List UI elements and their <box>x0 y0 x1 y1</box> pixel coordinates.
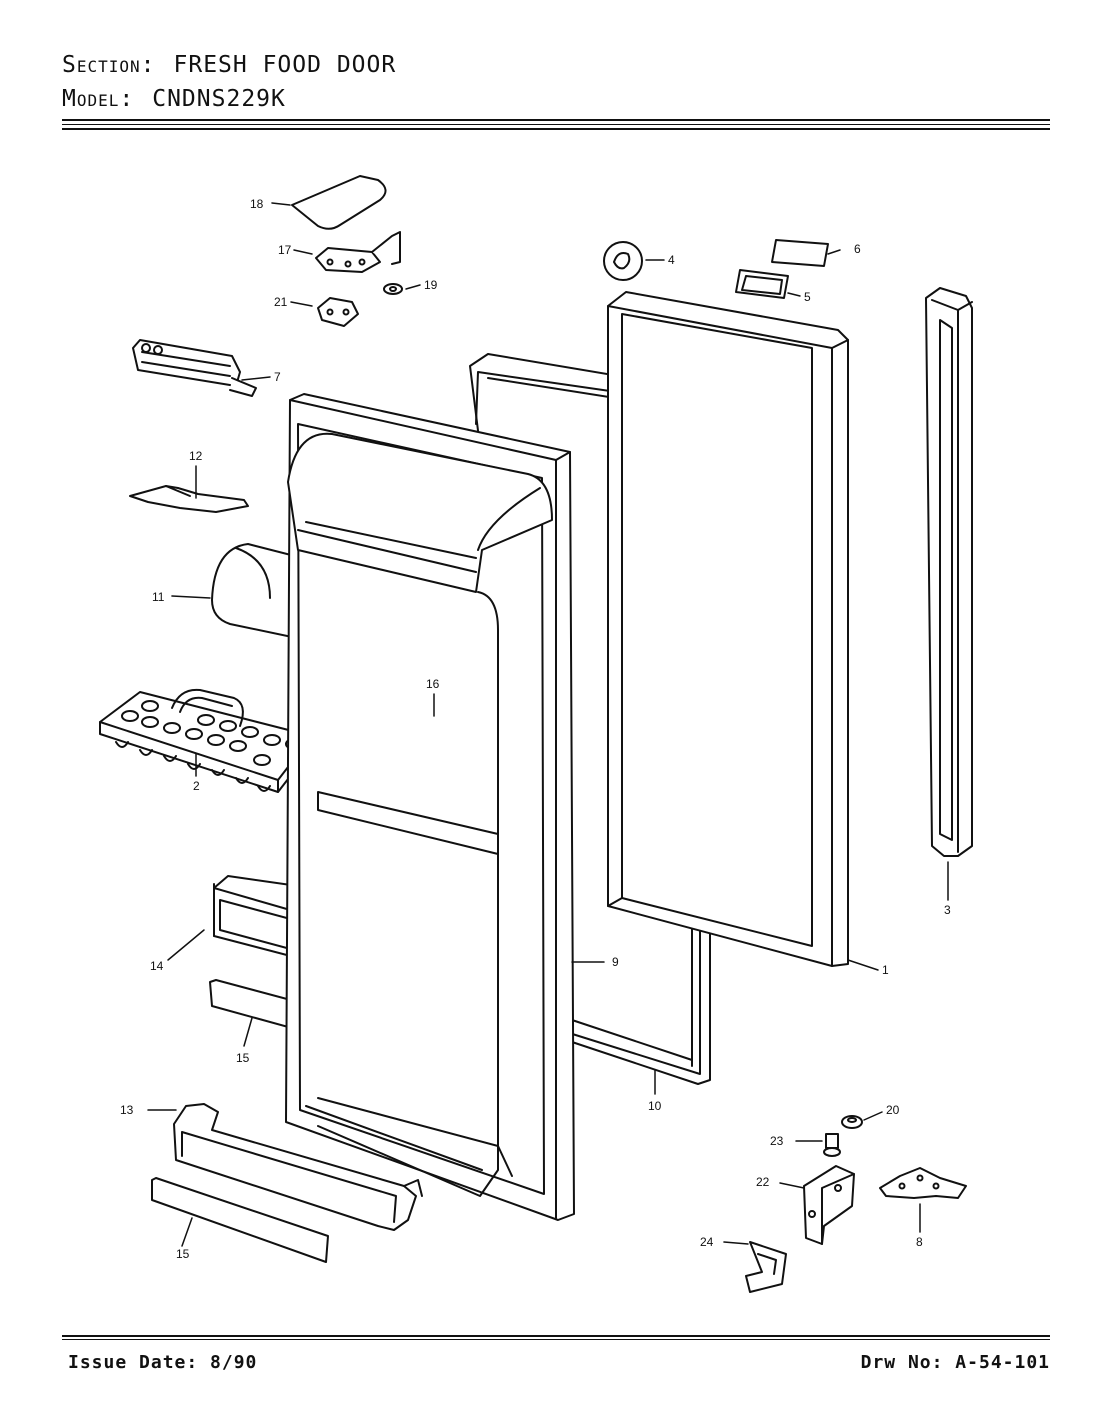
callout-9: 9 <box>612 955 619 969</box>
callout-7: 7 <box>274 370 281 384</box>
drawing-number: Drw No: A-54-101 <box>860 1352 1050 1373</box>
callout-4: 4 <box>668 253 675 267</box>
model-label: Model: <box>62 86 135 112</box>
callout-2: 2 <box>193 779 200 793</box>
section-value: FRESH FOOD DOOR <box>173 52 397 78</box>
callout-11: 11 <box>152 590 165 604</box>
callout-21: 21 <box>274 295 288 309</box>
part-3-door-handle <box>925 287 973 857</box>
callout-17: 17 <box>278 243 292 257</box>
part-18-hinge-cover <box>291 175 387 230</box>
callout-12: 12 <box>189 449 203 463</box>
callout-3: 3 <box>944 903 951 917</box>
callout-1: 1 <box>882 963 889 977</box>
callout-5: 5 <box>804 290 811 304</box>
part-8-bottom-hinge <box>879 1167 967 1199</box>
callout-19: 19 <box>424 278 438 292</box>
callout-18: 18 <box>250 197 264 211</box>
callout-24: 24 <box>700 1235 714 1249</box>
part-13-lower-bin <box>173 1103 423 1231</box>
model-value: CNDNS229K <box>152 86 286 112</box>
header-rule <box>62 119 1050 121</box>
footer-rule <box>62 1335 1050 1337</box>
model-heading: Model: CNDNS229K <box>62 86 286 112</box>
section-heading: Section: FRESH FOOD DOOR <box>62 52 396 78</box>
part-20-cap <box>841 1115 863 1129</box>
callout-6: 6 <box>854 242 861 256</box>
part-4-plug <box>603 241 643 281</box>
callout-15-lower: 15 <box>176 1247 190 1261</box>
part-2-egg-tray <box>99 688 313 793</box>
footer-rule <box>62 1339 1050 1340</box>
callout-labels: 18 17 19 21 4 6 5 7 12 11 16 2 14 15 13 … <box>120 197 951 1261</box>
part-17-top-hinge <box>315 231 401 273</box>
section-label: Section: <box>62 52 156 78</box>
part-19-washer <box>383 283 403 295</box>
part-21-hinge-shim <box>317 297 359 327</box>
part-1-outer-door-panel <box>607 291 849 967</box>
callout-8: 8 <box>916 1235 923 1249</box>
callout-16: 16 <box>426 677 440 691</box>
part-15-bin-trim <box>151 1177 329 1263</box>
callout-22: 22 <box>756 1175 770 1189</box>
part-22-hinge-bracket <box>803 1165 855 1245</box>
callout-leaders <box>147 202 949 1247</box>
part-7-door-closer <box>132 339 257 397</box>
part-9-inner-door-liner <box>285 393 575 1221</box>
part-23-pivot-pin <box>823 1133 841 1157</box>
header-rule <box>62 124 1050 125</box>
callout-13: 13 <box>120 1103 134 1117</box>
header-rule <box>62 128 1050 130</box>
callout-20: 20 <box>886 1103 900 1117</box>
callout-10: 10 <box>648 1099 662 1113</box>
part-12-dairy-door <box>129 485 249 513</box>
callout-15-upper: 15 <box>236 1051 250 1065</box>
part-5-nameplate-frame <box>735 269 789 299</box>
callout-23: 23 <box>770 1134 784 1148</box>
part-24-spacer-bracket <box>745 1241 787 1293</box>
issue-date: Issue Date: 8/90 <box>68 1352 258 1373</box>
callout-14: 14 <box>150 959 164 973</box>
part-6-nameplate <box>771 239 829 267</box>
